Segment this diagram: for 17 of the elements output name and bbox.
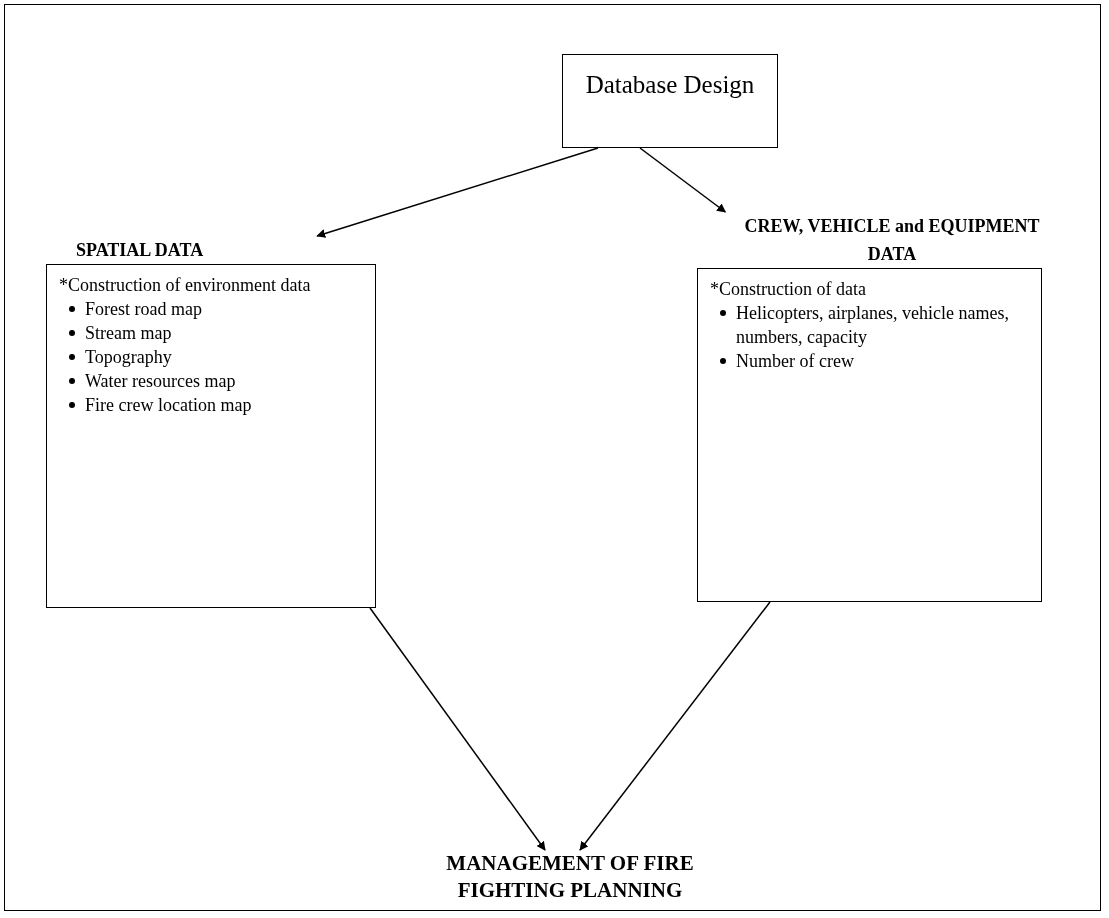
outcome-label: MANAGEMENT OF FIRE FIGHTING PLANNING [415, 850, 725, 910]
list-item: Topography [85, 346, 172, 369]
section-heading: CREW, VEHICLE and EQUIPMENT DATA [743, 215, 1041, 266]
arrow [579, 601, 771, 851]
arrow [369, 607, 546, 851]
arrow [639, 147, 727, 213]
section-heading: SPATIAL DATA [76, 239, 205, 262]
process-box: Database Design [562, 54, 778, 148]
description-text: *Construction of data [710, 278, 867, 301]
list-item: Helicopters, airplanes, vehicle names, numbers, capacity [736, 302, 1010, 349]
list-item: Forest road map [85, 298, 202, 321]
list-item: Stream map [85, 322, 172, 345]
list-item: Number of crew [736, 350, 854, 373]
description-text: *Construction of environment data [59, 274, 312, 297]
list-item: Fire crew location map [85, 394, 252, 417]
list-item: Water resources map [85, 370, 236, 393]
arrow [316, 147, 599, 238]
